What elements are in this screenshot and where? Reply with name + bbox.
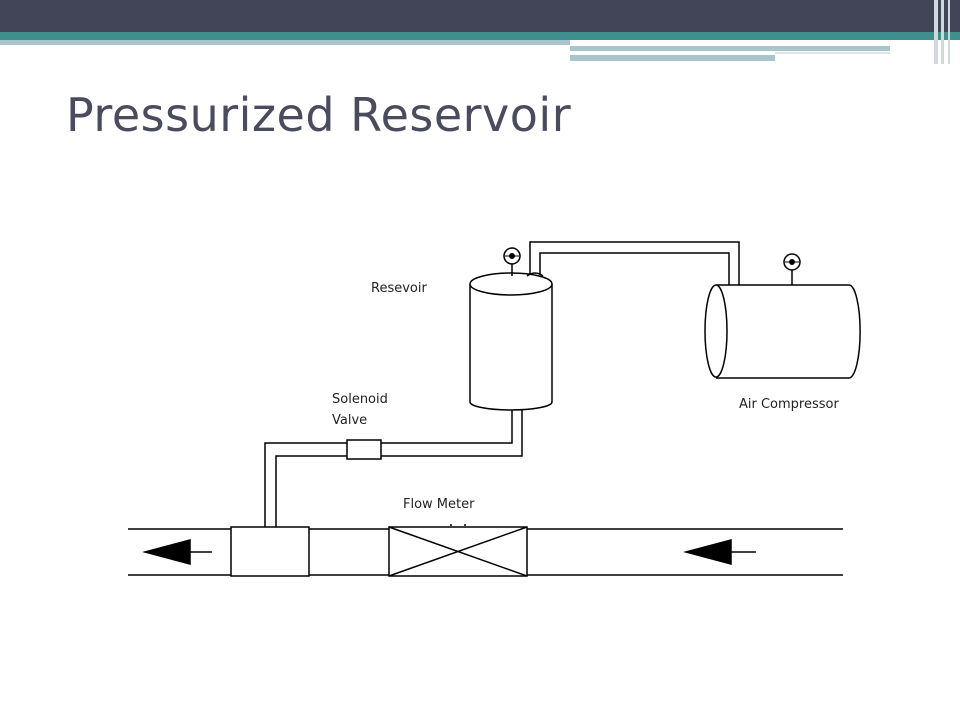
solenoid-line-pipe	[264, 410, 523, 527]
top-bar-light-left	[0, 40, 570, 45]
top-bar-light-right	[570, 46, 890, 51]
top-bar-dark	[0, 0, 960, 32]
top-bar-light-right2	[570, 55, 775, 61]
air-compressor-tank	[704, 284, 861, 379]
flow-arrow-right	[683, 539, 756, 565]
compressor-gauge	[783, 253, 801, 285]
top-bar-teal	[0, 32, 960, 40]
reservoir-tank	[469, 272, 553, 411]
top-bar-white-line	[775, 52, 890, 54]
label-solenoid-line1: Solenoid	[332, 392, 388, 407]
slide-title: Pressurized Reservoir	[66, 88, 572, 142]
top-bar-edge-1	[934, 0, 938, 64]
solenoid-valve-symbol	[346, 439, 382, 460]
flow-meter-symbol	[388, 524, 528, 577]
tee-junction	[230, 526, 310, 577]
label-solenoid-line2: Valve	[332, 413, 367, 428]
top-bar-edge-2	[941, 0, 944, 64]
air-line-pipe	[526, 241, 740, 289]
flow-arrow-left	[142, 539, 212, 565]
label-flow-meter: Flow Meter	[403, 497, 475, 512]
label-air-compressor: Air Compressor	[739, 397, 839, 412]
top-bar-edge-3	[948, 0, 950, 64]
top-decorative-bar	[0, 0, 960, 64]
label-reservoir: Resevoir	[371, 281, 427, 296]
reservoir-gauge	[503, 247, 521, 276]
